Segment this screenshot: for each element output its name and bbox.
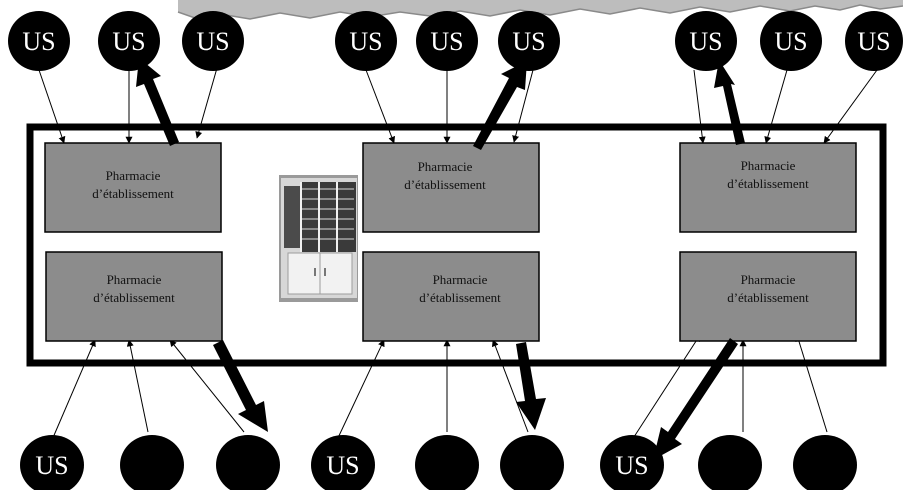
us-node bbox=[600, 435, 664, 490]
us-node bbox=[8, 11, 70, 71]
us-node-label: US bbox=[35, 451, 68, 480]
us-node bbox=[20, 435, 84, 490]
pharmacy-box: Pharmacie d’établissement bbox=[362, 142, 540, 233]
pharmacy-box: Pharmacie d’établissement bbox=[362, 251, 540, 342]
thick-arrow-up bbox=[136, 58, 179, 146]
us-node-label: US bbox=[689, 27, 722, 56]
bottom-nodes: US US US bbox=[20, 435, 857, 490]
pharmacy-box: Pharmacie d’établissement bbox=[44, 142, 222, 233]
unit-node bbox=[415, 435, 479, 490]
pharmacy-box: Pharmacie d’établissement bbox=[679, 142, 857, 233]
unit-node bbox=[698, 435, 762, 490]
pharmacy-box: Pharmacie d’établissement bbox=[45, 251, 223, 342]
box-label-line1: Pharmacie bbox=[741, 158, 796, 173]
thick-arrow-up bbox=[714, 60, 745, 145]
box-label-line2: d’établissement bbox=[404, 177, 486, 192]
thin-arrows bbox=[38, 67, 878, 441]
box-label-line2: d’établissement bbox=[419, 290, 501, 305]
pharmacy-cabinet-photo bbox=[279, 175, 358, 302]
box-label-line2: d’établissement bbox=[93, 290, 175, 305]
us-node bbox=[416, 11, 478, 71]
pharmacy-box: Pharmacie d’établissement bbox=[679, 251, 857, 342]
box-label-line2: d’établissement bbox=[727, 176, 809, 191]
us-node-label: US bbox=[112, 27, 145, 56]
box-label-line1: Pharmacie bbox=[106, 168, 161, 183]
us-node-label: US bbox=[196, 27, 229, 56]
us-node bbox=[498, 11, 560, 71]
us-node-label: US bbox=[349, 27, 382, 56]
us-node bbox=[760, 11, 822, 71]
us-node-label: US bbox=[430, 27, 463, 56]
us-node-label: US bbox=[22, 27, 55, 56]
hospital-frame bbox=[26, 123, 887, 367]
us-node bbox=[845, 11, 903, 71]
box-label-line2: d’établissement bbox=[92, 186, 174, 201]
unit-node bbox=[120, 435, 184, 490]
us-node bbox=[335, 11, 397, 71]
box-label-line2: d’établissement bbox=[727, 290, 809, 305]
box-label-line1: Pharmacie bbox=[107, 272, 162, 287]
us-node-label: US bbox=[857, 27, 890, 56]
us-node bbox=[675, 11, 737, 71]
thick-arrow-down bbox=[213, 340, 268, 432]
thick-arrow-down bbox=[516, 342, 546, 430]
unit-node bbox=[216, 435, 280, 490]
us-node bbox=[182, 11, 244, 71]
pharmacy-boxes: Pharmacie d’établissement Pharmacie d’ét… bbox=[44, 142, 857, 342]
thick-arrow-down bbox=[653, 338, 738, 460]
us-node bbox=[98, 11, 160, 71]
us-node-label: US bbox=[615, 451, 648, 480]
box-label-line1: Pharmacie bbox=[433, 272, 488, 287]
unit-node bbox=[500, 435, 564, 490]
thick-arrow-up bbox=[473, 61, 527, 150]
thick-arrows bbox=[136, 58, 745, 460]
unit-node bbox=[793, 435, 857, 490]
top-nodes: US US US US US US US US US bbox=[8, 11, 903, 71]
us-node bbox=[311, 435, 375, 490]
us-node-label: US bbox=[512, 27, 545, 56]
us-node-label: US bbox=[326, 451, 359, 480]
us-node-label: US bbox=[774, 27, 807, 56]
box-label-line1: Pharmacie bbox=[418, 159, 473, 174]
box-label-line1: Pharmacie bbox=[741, 272, 796, 287]
